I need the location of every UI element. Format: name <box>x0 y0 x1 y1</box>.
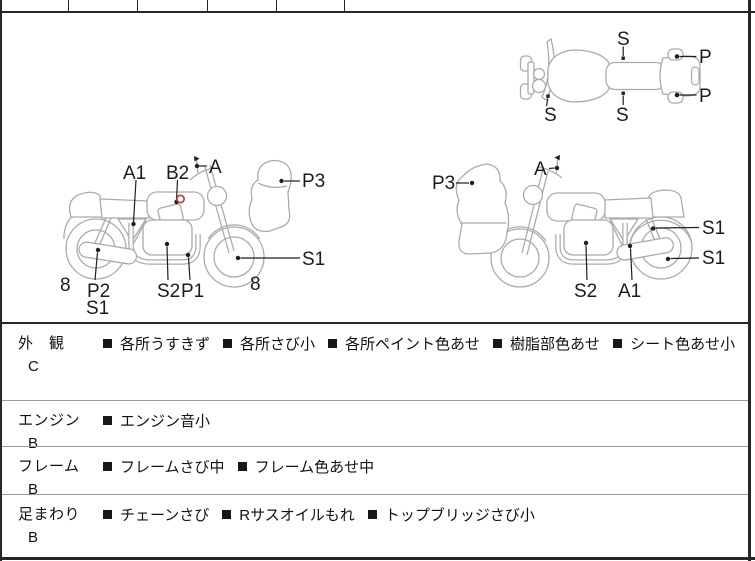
condition-item: エンジン音小 <box>103 410 210 431</box>
rightview-label-a: A <box>534 159 547 180</box>
condition-row-frame: フレーム B フレームさび中 フレーム色あせ中 <box>2 446 748 498</box>
bullet-icon <box>222 510 232 519</box>
bullet-icon <box>223 339 233 348</box>
condition-item-text: フレームさび中 <box>120 459 225 476</box>
bullet-icon <box>493 339 503 348</box>
outer-border-bottom <box>0 557 755 560</box>
condition-item-text: 各所さび小 <box>240 336 316 353</box>
outer-border-right <box>748 0 751 561</box>
leftview-label-8-left: 8 <box>60 275 71 296</box>
leftview-label-p1: P1 <box>181 281 205 302</box>
topview-label-s-bottom-left: S <box>544 105 557 126</box>
topview-label-s-top: S <box>617 29 630 50</box>
condition-item-text: 樹脂部色あせ <box>510 336 601 353</box>
section-name: 外 観 <box>18 335 65 352</box>
section-items: フレームさび中 フレーム色あせ中 <box>103 447 374 494</box>
leftview-label-b2: B2 <box>166 163 190 184</box>
row-head: エンジン B <box>2 401 103 452</box>
section-items: エンジン音小 <box>103 401 210 446</box>
header-row <box>0 0 755 13</box>
section-items: チェーンさび Rサスオイルもれ トップブリッジさび小 <box>103 495 535 557</box>
bullet-icon <box>328 339 338 348</box>
rightview-label-a1: A1 <box>618 281 642 302</box>
header-cell <box>345 0 755 11</box>
condition-item: フレーム色あせ中 <box>237 456 375 477</box>
rightview-label-s1-wheel: S1 <box>702 248 726 269</box>
bullet-icon <box>367 510 377 519</box>
leftview-label-p3: P3 <box>302 171 326 192</box>
outer-border-left <box>0 0 2 561</box>
row-head: 外 観 C <box>2 324 103 400</box>
condition-item-text: Rサスオイルもれ <box>239 507 355 524</box>
header-cell <box>0 0 69 11</box>
row-head: フレーム B <box>2 447 103 498</box>
leftview-label-8-right: 8 <box>250 274 261 295</box>
section-name: フレーム <box>18 458 80 475</box>
condition-item-text: シート色あせ小 <box>630 336 736 353</box>
bullet-icon <box>103 416 112 425</box>
bullet-icon <box>103 462 112 471</box>
section-grade: B <box>28 481 39 498</box>
section-grade: B <box>28 529 39 546</box>
condition-item-text: フレーム色あせ中 <box>254 459 375 476</box>
left-view-drawing <box>63 156 300 288</box>
header-cell <box>69 0 138 11</box>
bullet-icon <box>237 462 247 471</box>
condition-item: 各所うすきず <box>103 333 210 354</box>
rightview-label-p3: P3 <box>432 173 456 194</box>
section-name: エンジン <box>18 412 81 429</box>
condition-item-text: 各所うすきず <box>120 336 211 353</box>
topview-label-p-bottom: P <box>699 86 712 107</box>
condition-row-engine: エンジン B エンジン音小 <box>2 400 748 452</box>
bullet-icon <box>103 510 112 519</box>
condition-item-text: 各所ペイント色あせ <box>345 336 481 353</box>
leftview-label-s1-below-p2: S1 <box>86 298 110 319</box>
right-view-drawing <box>455 155 700 288</box>
condition-row-undercarriage: 足まわり B チェーンさび Rサスオイルもれ トップブリッジさび小 <box>2 494 748 557</box>
condition-item: フレームさび中 <box>103 456 225 477</box>
condition-item-text: エンジン音小 <box>120 413 211 430</box>
condition-item: チェーンさび <box>103 504 209 525</box>
condition-item: トップブリッジさび小 <box>367 504 535 525</box>
leftview-label-a1: A1 <box>123 163 147 184</box>
section-grade: B <box>28 435 39 452</box>
section-name: 足まわり <box>18 506 81 523</box>
condition-item-text: チェーンさび <box>120 507 210 524</box>
row-head: 足まわり B <box>2 495 103 557</box>
bullet-icon <box>103 339 112 348</box>
leftview-label-a: A <box>209 157 222 178</box>
condition-item: シート色あせ小 <box>613 333 735 354</box>
section-items: 各所うすきず 各所さび小 各所ペイント色あせ 樹脂部色あせ シート色あせ小 <box>103 324 735 400</box>
header-cell <box>208 0 277 11</box>
condition-item: Rサスオイルもれ <box>222 504 355 525</box>
condition-item: 各所さび小 <box>223 333 315 354</box>
rightview-label-s1-shock: S1 <box>702 218 726 239</box>
condition-row-exterior: 外 観 C 各所うすきず 各所さび小 各所ペイント色あせ 樹脂部色あせ シート色あせ小 <box>2 324 748 400</box>
leftview-label-s1-front-wheel: S1 <box>302 249 326 270</box>
leftview-label-p2: P2 <box>87 281 111 302</box>
condition-rows: 外 観 C 各所うすきず各所さび小各所ペイント色あせ樹脂部色あせシート色あせ小 … <box>2 322 748 557</box>
bullet-icon <box>613 339 623 348</box>
top-view-drawing <box>519 37 701 107</box>
condition-item: 樹脂部色あせ <box>493 333 600 354</box>
condition-item: 各所ペイント色あせ <box>328 333 480 354</box>
condition-item-text: トップブリッジさび小 <box>384 507 535 524</box>
topview-label-s-bottom-mid: S <box>616 105 629 126</box>
section-grade: C <box>28 358 39 375</box>
rightview-label-s2: S2 <box>574 281 598 302</box>
motorcycle-diagram-svg <box>63 37 701 288</box>
topview-label-p-top: P <box>699 47 712 68</box>
header-cell <box>277 0 345 11</box>
leftview-label-s2: S2 <box>157 281 181 302</box>
header-cell <box>138 0 208 11</box>
